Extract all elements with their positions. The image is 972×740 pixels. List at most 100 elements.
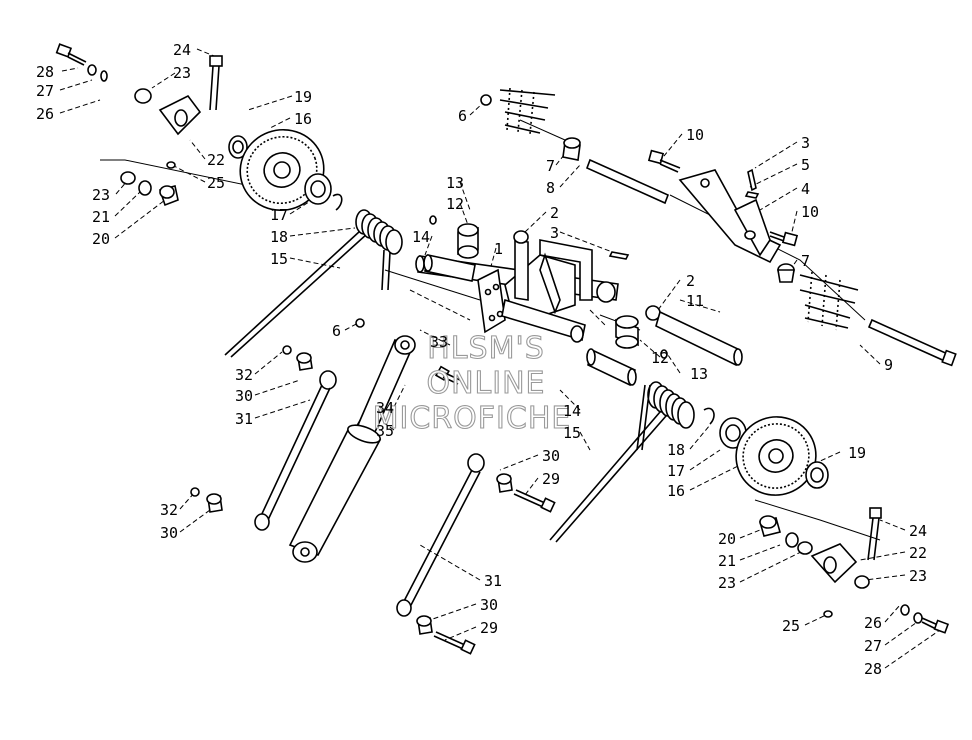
spacer-23-right-lower [854,575,870,589]
bolt-28-right [921,617,950,634]
callout-4: 4 [801,180,810,198]
callout-32: 32 [235,366,253,384]
callout-12: 12 [651,349,669,367]
callout-19: 19 [848,444,866,462]
mounting-plate [477,268,506,334]
callout-1: 1 [494,240,503,258]
washer-21-left [138,180,152,196]
link-rod-31-left [254,370,337,531]
bolt-24-upper-left [209,55,223,111]
callout-29: 29 [542,470,560,488]
bushing-12-upper [457,223,479,259]
shock-absorber-35 [288,335,416,563]
bearing-17-left [304,173,332,205]
axle-bracket-22-upper-left [158,94,202,136]
left-idler-wheel-assembly [55,43,343,212]
leader-lines [59,48,941,669]
bolt-10-upper [647,149,681,173]
callout-15: 15 [563,424,581,442]
idler-wheel-16-right [735,416,817,496]
callout-7: 7 [546,157,555,175]
nut-25-upper-left [166,161,176,169]
callout-24: 24 [909,522,927,540]
callout-5: 5 [801,156,810,174]
axle-bracket-22-right [810,543,858,584]
bearing-19-right [805,461,829,489]
shaft-11 [655,310,743,367]
torsion-spring-15-right [549,381,695,543]
callout-10: 10 [801,203,819,221]
spacer-7-lower [777,263,795,283]
frame-section-right [799,271,859,331]
snap-ring-18-right [703,407,715,425]
nut-32-upper [282,345,292,355]
snap-ring-18-left [332,193,343,211]
callout-22: 22 [207,151,225,169]
callout-17: 17 [667,462,685,480]
rear-arm-assembly-1 [415,239,619,343]
callout-23: 23 [92,186,110,204]
lock-washer-26-upper-left [100,70,108,82]
bolt-9 [867,318,957,367]
bushing-30-upper-left [296,352,313,371]
callout-3: 3 [550,224,559,242]
grease-fitting-3-upper [747,168,757,192]
watermark-line-3: MICROFICHE [373,401,572,436]
callout-20: 20 [92,230,110,248]
bushing-30-center [496,473,513,493]
callout-29: 29 [480,619,498,637]
callout-28: 28 [36,63,54,81]
callout-33: 33 [430,333,448,351]
callout-10: 10 [686,126,704,144]
watermark-line-1: HLSM'S [427,331,545,366]
bushing-20-left [158,185,179,207]
callout-12: 12 [446,195,464,213]
watermark: HLSM'S ONLINE MICROFICHE [372,330,572,436]
callout-3: 3 [801,134,810,152]
nut-6-upper [480,94,492,106]
callout-labels: 28 27 26 24 23 19 16 22 25 23 21 20 17 1… [36,41,927,678]
nut-6-center [355,318,365,328]
nut-32-lower [190,487,200,497]
frame-section-upper [499,87,556,135]
lower-shaft [501,298,586,342]
callout-30: 30 [480,596,498,614]
callout-18: 18 [270,228,288,246]
callout-34: 34 [376,399,394,417]
callout-21: 21 [718,552,736,570]
callout-2: 2 [550,204,559,222]
bolt-28-upper-left [55,43,87,66]
bolt-29-lower [433,631,476,655]
callout-6: 6 [332,322,341,340]
callout-21: 21 [92,208,110,226]
callout-32: 32 [160,501,178,519]
bolt-29-center [513,489,556,513]
callout-27: 27 [864,637,882,655]
callout-9: 9 [884,356,893,374]
callout-30: 30 [235,387,253,405]
callout-31: 31 [484,572,502,590]
spacer-23-right-upper [797,541,813,555]
callout-14: 14 [563,402,581,420]
grease-fitting-3-center [608,251,630,260]
bushing-2-upper [513,230,529,244]
bolt-10-lower [769,231,799,247]
callout-6: 6 [458,107,467,125]
spring-coils-left [355,209,403,255]
shaft-14-right [586,348,637,387]
spacer-23-lower-left [120,171,136,185]
callout-11: 11 [686,292,704,310]
callout-24: 24 [173,41,191,59]
axle-8 [585,158,670,205]
callout-35: 35 [376,422,394,440]
callout-18: 18 [667,441,685,459]
callout-13: 13 [690,365,708,383]
callout-30: 30 [160,524,178,542]
shaft-14-left [423,254,476,282]
right-idler-wheel-assembly [703,407,950,634]
stop-bracket-4 [678,169,782,264]
bushing-12-lower [615,315,639,349]
washer-21-right [785,532,799,548]
